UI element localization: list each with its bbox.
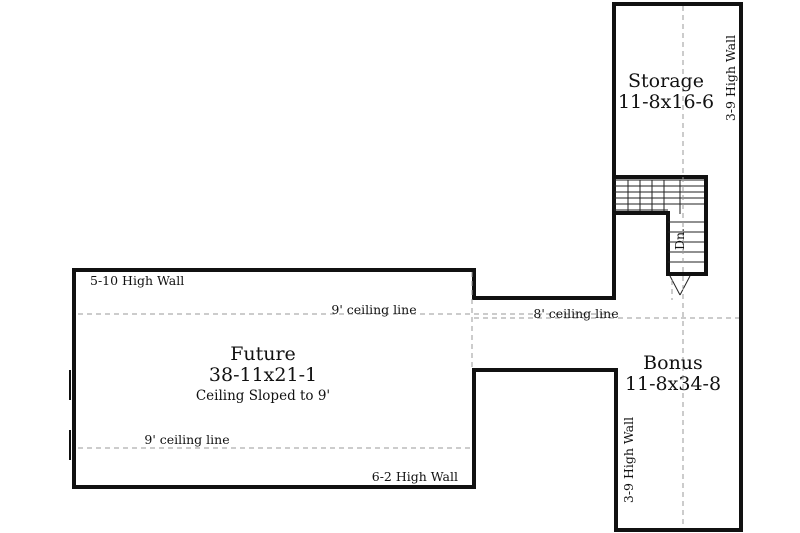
room-name-storage: Storage — [628, 70, 704, 92]
stair-down-label: Dn. — [672, 228, 687, 250]
outer-wall — [72, 2, 743, 532]
room-note-future: Ceiling Sloped to 9' — [196, 388, 330, 404]
room-dims-storage: 11-8x16-6 — [618, 91, 714, 113]
ceiling-label-upper: 9' ceiling line — [331, 302, 416, 317]
room-name-bonus: Bonus — [643, 352, 703, 374]
room-dims-future: 38-11x21-1 — [209, 364, 317, 386]
stair-enclosure — [614, 175, 708, 296]
wall-label-future-top: 5-10 High Wall — [90, 273, 184, 288]
room-name-future: Future — [230, 343, 296, 365]
ceiling-label-lower: 9' ceiling line — [144, 432, 229, 447]
wall-label-future-bottom: 6-2 High Wall — [372, 469, 458, 484]
room-dims-bonus: 11-8x34-8 — [625, 373, 721, 395]
wall-label-right-lower: 3-9 High Wall — [621, 417, 636, 503]
ceiling-label-connector: 8' ceiling line — [533, 306, 618, 321]
wall-label-right-upper: 3-9 High Wall — [723, 35, 738, 121]
